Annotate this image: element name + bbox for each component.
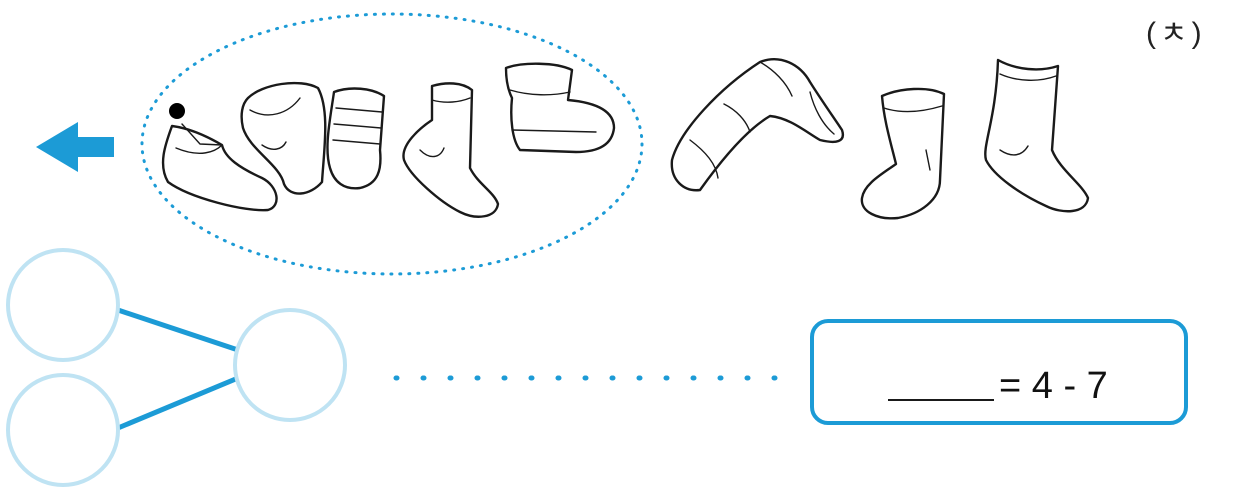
number-bond bbox=[8, 250, 345, 485]
arrow-left-icon bbox=[36, 122, 114, 172]
sock-ribbed bbox=[327, 89, 384, 189]
equation-expression: = 4 - 7 bbox=[999, 365, 1108, 408]
sock-short bbox=[506, 64, 614, 152]
sock-striped bbox=[672, 59, 843, 190]
bond-connector-bottom bbox=[118, 378, 238, 428]
bond-whole-circle[interactable] bbox=[235, 310, 345, 420]
bond-part-circle-bottom[interactable] bbox=[8, 375, 118, 485]
sock-tall bbox=[985, 60, 1088, 211]
answer-box: = 4 - 7 bbox=[810, 319, 1188, 425]
answer-blank-input[interactable] bbox=[888, 399, 994, 401]
bond-connector-top bbox=[118, 310, 238, 350]
sock-ankle bbox=[403, 83, 498, 216]
sock-tube bbox=[862, 89, 944, 218]
page-number-label: (ㅊ) bbox=[1146, 8, 1206, 52]
bond-part-circle-top[interactable] bbox=[8, 250, 118, 360]
